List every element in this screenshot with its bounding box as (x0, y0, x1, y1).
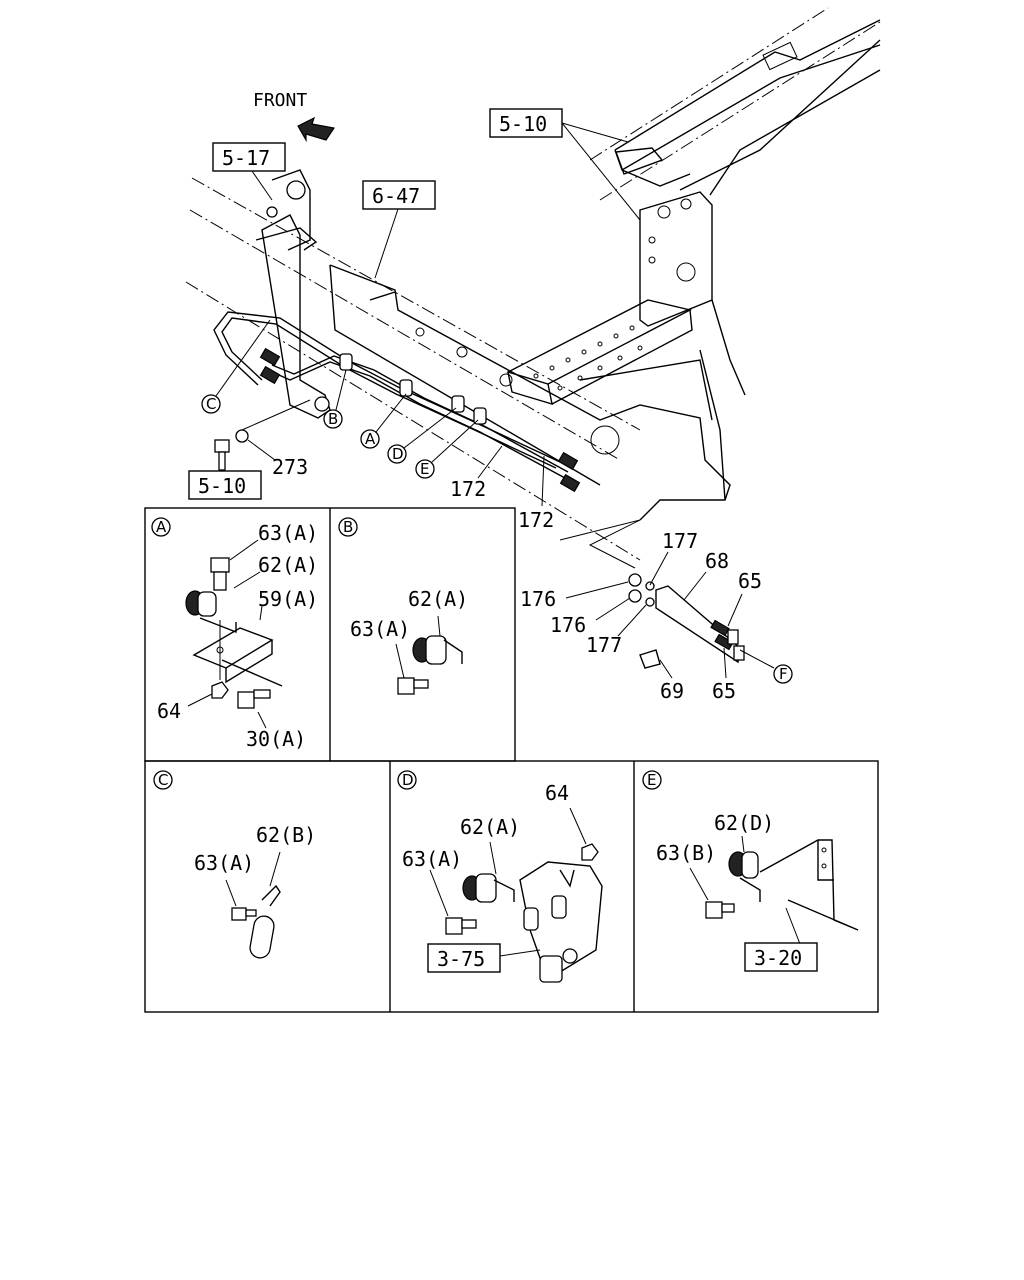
ref-5-10-bottom-text: 5-10 (198, 474, 246, 498)
ref-box-3-75: 3-75 (427, 943, 501, 973)
ref-3-20-text: 3-20 (754, 946, 802, 970)
panel-b-label-63a: 63(A) (350, 617, 410, 641)
panel-c-label-63a: 63(A) (194, 851, 254, 875)
label-172-b: 172 (518, 508, 554, 532)
panel-a-label-30a: 30(A) (246, 727, 306, 751)
ref-box-6-47: 6-47 (362, 180, 436, 210)
chassis-frame (185, 7, 881, 561)
label-273: 273 (272, 455, 308, 479)
panel-a-label-62a: 62(A) (258, 553, 318, 577)
svg-text:A: A (365, 430, 376, 448)
ref-3-75-text: 3-75 (437, 947, 485, 971)
label-69: 69 (660, 679, 684, 703)
label-176-b: 176 (550, 613, 586, 637)
panel-a-label-64: 64 (157, 699, 181, 723)
panel-e-label-62d: 62(D) (714, 811, 774, 835)
panel-c: C 62(B) 63(A) (153, 770, 316, 959)
panel-d-label-63a: 63(A) (402, 847, 462, 871)
callout-d: D (387, 407, 457, 464)
front-label: FRONT (253, 90, 307, 111)
svg-text:B: B (328, 410, 338, 428)
panel-a-title: A (156, 518, 167, 536)
steering-bracket (255, 169, 331, 419)
brake-pipes (213, 311, 581, 493)
panel-d-label-62a: 62(A) (460, 815, 520, 839)
panel-a-label-59a: 59(A) (258, 587, 318, 611)
label-177-b: 177 (586, 633, 622, 657)
callout-c: C (201, 319, 271, 414)
callout-f: F (773, 664, 793, 684)
label-172-a: 172 (450, 477, 486, 501)
label-68: 68 (705, 549, 729, 573)
label-65-b: 65 (712, 679, 736, 703)
svg-text:E: E (420, 460, 429, 478)
ref-box-5-10-bottom: 5-10 (188, 470, 262, 500)
callout-a: A (360, 393, 407, 449)
connector-bracket-group (559, 519, 775, 679)
panel-a-label-63a: 63(A) (258, 521, 318, 545)
svg-text:C: C (206, 395, 216, 413)
svg-text:D: D (392, 445, 404, 463)
ref-5-17-text: 5-17 (222, 146, 270, 170)
svg-text:F: F (779, 665, 788, 683)
bolt-273 (214, 399, 311, 471)
panel-a: A 63(A) 62(A) 59(A) 64 30(A) (151, 517, 318, 751)
panel-c-title: C (158, 771, 168, 789)
callout-e: E (415, 419, 479, 479)
panel-e-label-63b: 63(B) (656, 841, 716, 865)
panel-b-label-62a: 62(A) (408, 587, 468, 611)
label-177-a: 177 (662, 529, 698, 553)
panel-b-title: B (343, 518, 353, 536)
ref-6-47-text: 6-47 (372, 184, 420, 208)
panel-e-title: E (647, 771, 656, 789)
ref-box-5-17: 5-17 (212, 142, 286, 172)
panel-e: E 62(D) 63(B) (642, 770, 859, 945)
ref-box-5-10-top: 5-10 (489, 108, 563, 138)
panel-d: D 64 62(A) 63(A) (397, 770, 603, 983)
callout-b: B (323, 369, 347, 429)
panel-c-label-62b: 62(B) (256, 823, 316, 847)
panel-d-label-64: 64 (545, 781, 569, 805)
panel-d-title: D (402, 771, 414, 789)
panel-b: B 62(A) 63(A) (338, 517, 468, 695)
front-arrow: FRONT (253, 90, 336, 143)
label-65-a: 65 (738, 569, 762, 593)
detail-panels (144, 507, 879, 1013)
label-176-a: 176 (520, 587, 556, 611)
ref-box-3-20: 3-20 (744, 942, 818, 972)
ref-5-10-top-text: 5-10 (499, 112, 547, 136)
